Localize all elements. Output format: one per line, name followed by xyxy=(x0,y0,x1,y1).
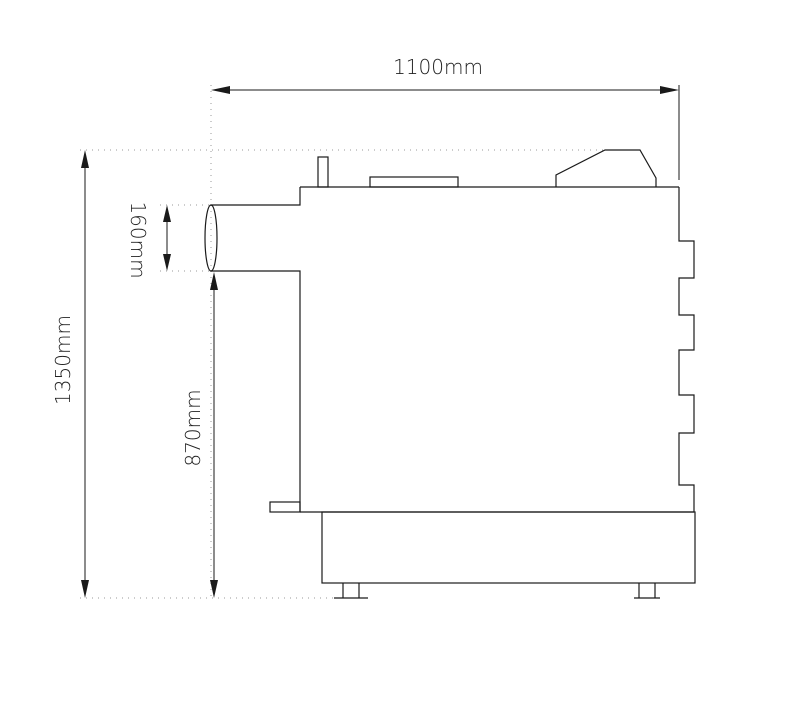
height-dimension: 1350mm xyxy=(51,150,89,598)
outlet-height-label: 870mm xyxy=(181,389,205,466)
base xyxy=(321,511,696,584)
foot-left xyxy=(334,583,368,599)
outlet-diameter-dimension: 160mm xyxy=(126,201,171,279)
width-dimension: 1100mm xyxy=(211,55,680,180)
left-body-lower-edge xyxy=(211,270,301,512)
machine-outline xyxy=(204,149,696,599)
vent-pipe xyxy=(317,156,329,188)
outlet-pipe-end xyxy=(204,204,218,272)
right-body-edge xyxy=(678,187,695,512)
top-cover xyxy=(369,176,459,188)
width-dimension-label: 1100mm xyxy=(393,55,483,79)
foot-right xyxy=(634,583,660,599)
left-body-edge xyxy=(211,187,301,206)
height-dimension-label: 1350mm xyxy=(51,315,75,405)
outlet-height-dimension: 870mm xyxy=(181,272,218,598)
outlet-diameter-label: 160mm xyxy=(126,201,150,278)
top-hopper xyxy=(555,149,657,187)
extension-lines xyxy=(80,85,640,600)
ash-ledge xyxy=(269,501,301,513)
